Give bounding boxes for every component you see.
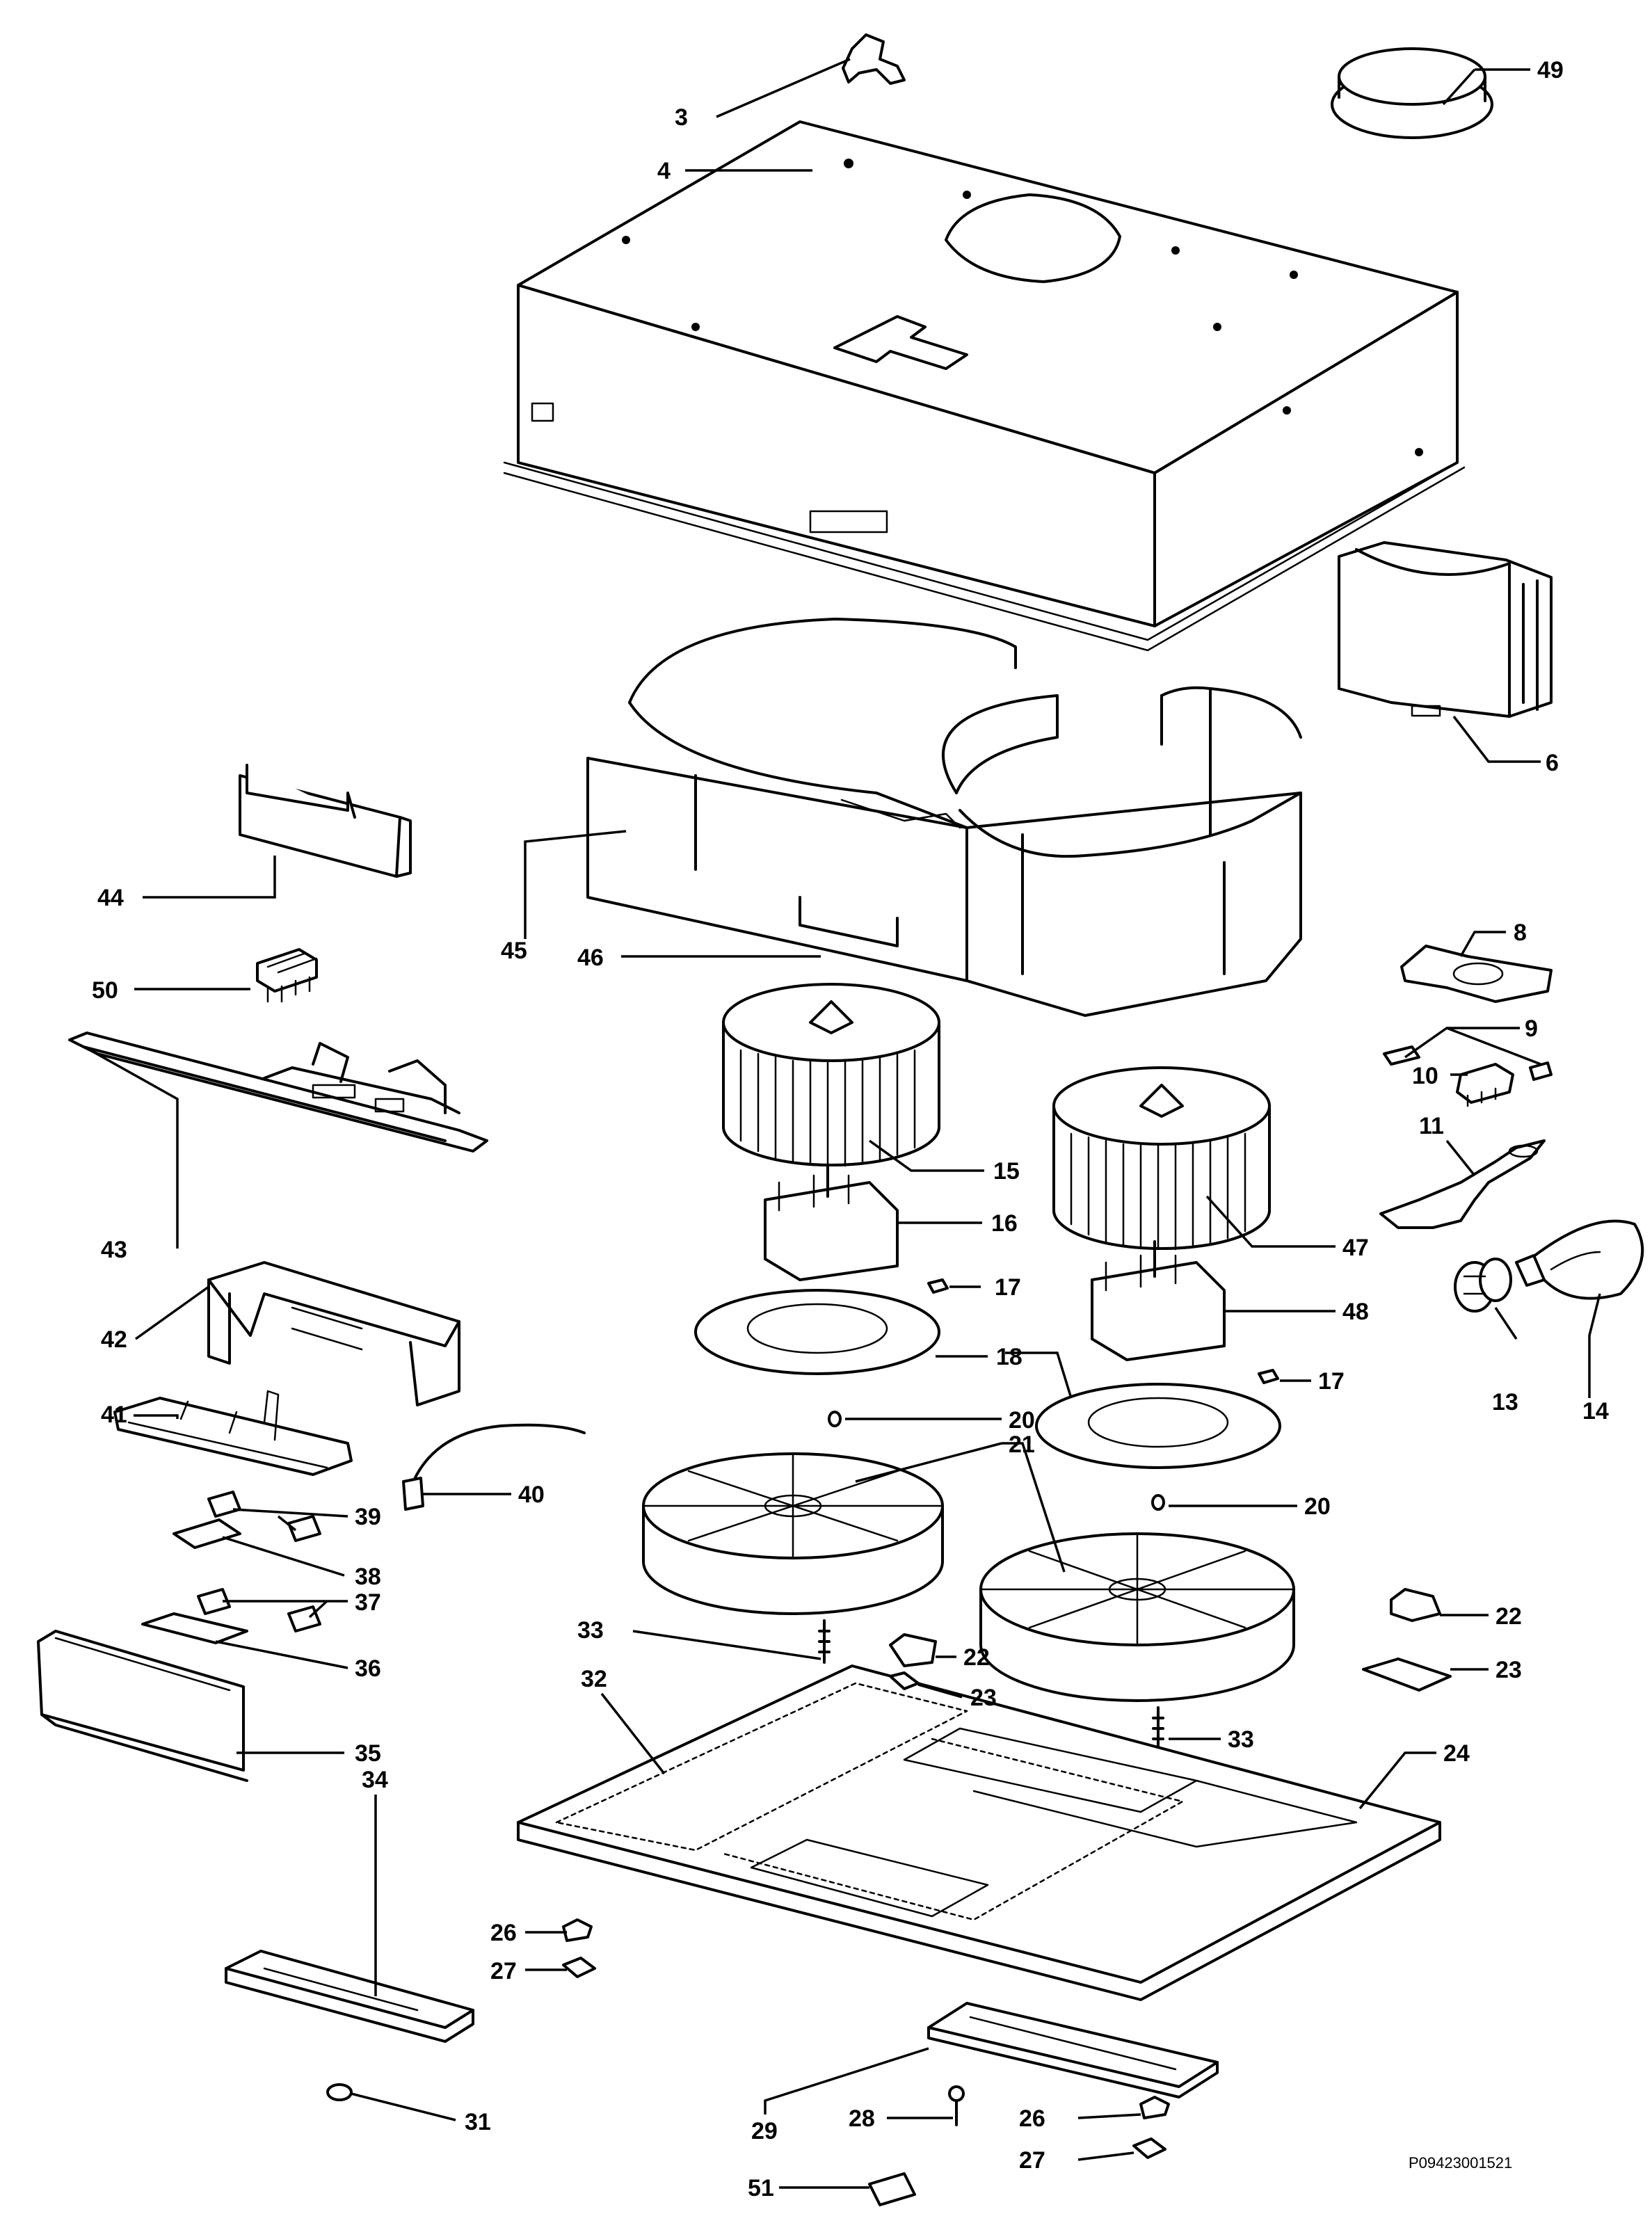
label-part-17b: 17	[1318, 1368, 1345, 1395]
label-part-35: 35	[355, 1740, 381, 1767]
leader-lines	[90, 58, 1601, 2189]
part-50-terminal-block	[256, 948, 318, 1003]
label-part-18: 18	[996, 1344, 1023, 1370]
part-45-fan-housing	[586, 618, 1302, 1017]
part-16-motor	[764, 1164, 899, 1281]
part-10-connector	[1456, 1063, 1514, 1107]
label-part-20a: 20	[1009, 1407, 1035, 1434]
label-part-33b: 33	[1228, 1726, 1254, 1753]
label-part-15: 15	[993, 1158, 1020, 1185]
label-part-38: 38	[355, 1564, 381, 1590]
label-part-50: 50	[92, 977, 118, 1004]
part-34-light-panel	[225, 1950, 474, 2043]
label-part-26a: 26	[490, 1920, 517, 1946]
part-24-filter-tray	[517, 1664, 1441, 2001]
label-part-39: 39	[355, 1504, 381, 1530]
label-part-10: 10	[1412, 1063, 1438, 1089]
part-22-clip	[889, 1588, 1441, 1667]
label-part-40: 40	[518, 1482, 545, 1508]
label-part-37: 37	[355, 1589, 381, 1616]
label-part-42: 42	[101, 1326, 127, 1353]
label-part-47: 47	[1342, 1235, 1369, 1261]
part-18-motor-plate	[694, 1289, 1281, 1469]
part-26-clip	[562, 1918, 1170, 2119]
part-13-lamp-socket	[1454, 1258, 1512, 1313]
part-41-switch-base	[113, 1390, 353, 1476]
part-29-lamp-cover	[927, 2002, 1219, 2098]
label-part-44: 44	[97, 885, 124, 911]
part-49-collar	[1331, 47, 1493, 139]
part-6-duct	[1338, 541, 1553, 718]
part-31-knob	[326, 2083, 353, 2101]
label-part-48: 48	[1342, 1299, 1369, 1325]
label-part-14: 14	[1582, 1398, 1609, 1425]
label-part-27a: 27	[490, 1958, 517, 1984]
part-21-filter-frame	[642, 1452, 1295, 1702]
label-part-51: 51	[748, 2175, 774, 2201]
label-part-26b: 26	[1019, 2105, 1045, 2132]
label-part-22b: 22	[963, 1644, 990, 1671]
label-part-28: 28	[849, 2105, 875, 2132]
part-48-motor	[1091, 1240, 1226, 1361]
part-40-cable	[402, 1423, 586, 1511]
part-42-bracket	[207, 1261, 460, 1406]
part-20-ring	[828, 1411, 1165, 1511]
label-part-11: 11	[1419, 1113, 1444, 1139]
drawing-code: P09423001521	[1409, 2154, 1512, 2172]
part-labels: 3 4 49 6 44 45 50 46 8 9 10 11 15 16 43 …	[92, 57, 1609, 2201]
part-11-lamp-bracket	[1379, 1139, 1546, 1229]
label-part-32: 32	[581, 1666, 607, 1692]
part-46-blower-wheel	[722, 983, 940, 1167]
label-part-33a: 33	[577, 1617, 604, 1644]
part-36-switch-plate	[141, 1612, 248, 1644]
part-37-switch	[197, 1588, 321, 1632]
part-47-blower-wheel	[1052, 1066, 1271, 1251]
label-part-8: 8	[1514, 920, 1527, 946]
part-8-lamp-holder	[1400, 945, 1553, 1003]
label-part-9: 9	[1525, 1016, 1538, 1042]
label-part-3: 3	[675, 104, 688, 131]
label-part-13: 13	[1492, 1389, 1518, 1415]
label-part-24: 24	[1443, 1740, 1470, 1767]
label-part-34: 34	[362, 1767, 388, 1793]
label-part-29: 29	[751, 2118, 778, 2144]
label-part-27b: 27	[1019, 2147, 1045, 2174]
part-23-clip	[889, 1658, 1452, 1692]
part-39-switch	[207, 1491, 321, 1542]
part-44-panel	[239, 764, 412, 878]
label-part-17a: 17	[995, 1274, 1021, 1301]
part-33-screw	[818, 1619, 1164, 1751]
label-part-31: 31	[465, 2109, 491, 2135]
label-part-45: 45	[501, 938, 527, 964]
label-part-46: 46	[577, 945, 604, 971]
part-28-screw	[948, 2085, 965, 2126]
label-part-23a: 23	[1495, 1657, 1522, 1683]
part-43-control-strip	[68, 1032, 488, 1153]
label-part-22a: 22	[1495, 1603, 1522, 1630]
label-part-41: 41	[101, 1402, 127, 1428]
part-35-front-panel	[37, 1630, 248, 1782]
part-4-hood-housing	[503, 120, 1466, 652]
label-part-6: 6	[1546, 750, 1559, 776]
part-3-bracket	[842, 33, 906, 85]
part-38-switch	[173, 1518, 241, 1549]
label-part-43: 43	[101, 1237, 127, 1263]
part-14-bulb	[1515, 1219, 1644, 1300]
label-part-20b: 20	[1304, 1493, 1331, 1520]
label-part-36: 36	[355, 1655, 381, 1682]
label-part-21: 21	[1009, 1431, 1035, 1458]
label-part-23b: 23	[970, 1685, 997, 1711]
part-27-clip	[562, 1957, 1166, 2159]
part-9-clip	[1383, 1045, 1553, 1081]
label-part-4: 4	[657, 158, 671, 184]
part-51-clip	[868, 2172, 916, 2206]
label-part-49: 49	[1537, 57, 1564, 83]
part-17-clip	[927, 1278, 1279, 1384]
label-part-16: 16	[991, 1210, 1018, 1237]
